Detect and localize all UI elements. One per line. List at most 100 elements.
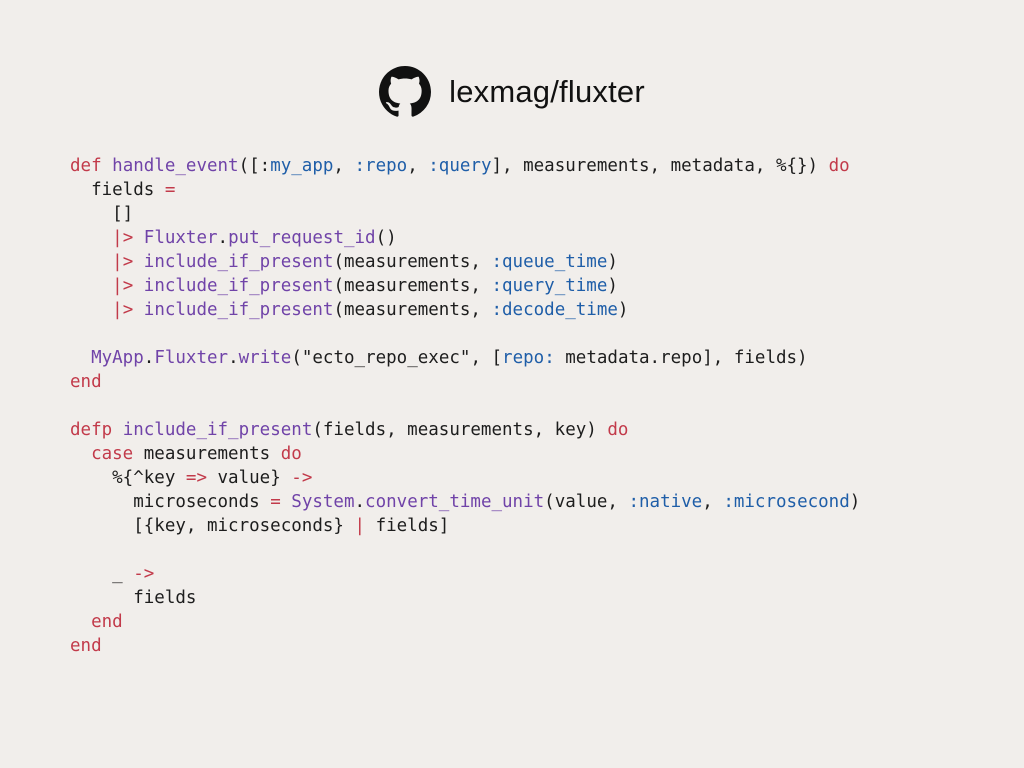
code-string: "ecto_repo_exec" — [301, 348, 471, 368]
repo-header: lexmag/fluxter — [0, 64, 1024, 120]
code-keyword: => — [185, 468, 207, 488]
code-text — [133, 276, 144, 296]
code-line: _ -> — [70, 562, 1010, 586]
code-text: microseconds — [70, 492, 271, 512]
code-atom: repo: — [502, 348, 555, 368]
code-line: end — [70, 370, 1010, 394]
code-keyword: do — [280, 444, 302, 464]
code-line: end — [70, 610, 1010, 634]
code-atom: :native — [628, 492, 703, 512]
code-keyword: end — [70, 636, 102, 656]
code-function: handle_event — [112, 156, 239, 176]
code-text: ) — [849, 492, 861, 512]
code-block: def handle_event([:my_app, :repo, :query… — [70, 154, 1010, 658]
code-text: ], measurements, metadata, %{}) — [491, 156, 829, 176]
code-line: microseconds = System.convert_time_unit(… — [70, 490, 1010, 514]
code-function: include_if_present — [122, 420, 313, 440]
code-text: . — [143, 348, 155, 368]
code-function: include_if_present — [143, 300, 334, 320]
code-line: |> Fluxter.put_request_id() — [70, 226, 1010, 250]
code-keyword: do — [607, 420, 629, 440]
code-function: write — [238, 348, 292, 368]
code-function: MyApp — [91, 348, 144, 368]
code-text — [70, 252, 112, 272]
code-line — [70, 394, 1010, 418]
code-line: def handle_event([:my_app, :repo, :query… — [70, 154, 1010, 178]
code-text: metadata.repo], fields) — [554, 348, 808, 368]
code-line: %{^key => value} -> — [70, 466, 1010, 490]
code-keyword: |> — [112, 276, 134, 296]
code-text — [102, 156, 113, 176]
code-function: include_if_present — [143, 252, 334, 272]
code-text: , [ — [470, 348, 503, 368]
code-line: end — [70, 634, 1010, 658]
code-keyword: -> — [133, 564, 155, 584]
code-line — [70, 538, 1010, 562]
code-text: (measurements, — [333, 252, 492, 272]
code-text: (value, — [544, 492, 629, 512]
code-keyword: |> — [112, 300, 134, 320]
code-text: fields] — [365, 516, 450, 536]
github-icon — [379, 66, 432, 117]
code-line: MyApp.Fluxter.write("ecto_repo_exec", [r… — [70, 346, 1010, 370]
code-text: ) — [607, 276, 618, 296]
code-keyword: = — [164, 180, 176, 200]
code-line: |> include_if_present(measurements, :que… — [70, 250, 1010, 274]
code-text — [70, 612, 91, 632]
code-text: _ — [70, 564, 134, 584]
code-line: fields = — [70, 178, 1010, 202]
code-text: . — [354, 492, 366, 512]
code-text: , — [407, 156, 429, 176]
code-text — [70, 300, 112, 320]
code-line: defp include_if_present(fields, measurem… — [70, 418, 1010, 442]
code-atom: :repo — [354, 156, 408, 176]
code-text — [112, 420, 123, 440]
repo-title: lexmag/fluxter — [449, 74, 645, 109]
code-text: fields — [70, 588, 197, 608]
code-line: |> include_if_present(measurements, :que… — [70, 274, 1010, 298]
code-line: [{key, microseconds} | fields] — [70, 514, 1010, 538]
code-atom: my_app — [270, 156, 334, 176]
code-function: Fluxter — [143, 228, 218, 248]
code-keyword: def — [70, 156, 102, 176]
code-function: convert_time_unit — [365, 492, 545, 512]
code-text — [133, 252, 144, 272]
code-text: ) — [617, 300, 629, 320]
code-text — [133, 228, 144, 248]
code-text: %{^key — [70, 468, 186, 488]
code-text: . — [217, 228, 229, 248]
code-text: value} — [206, 468, 292, 488]
code-keyword: -> — [291, 468, 313, 488]
code-text — [133, 300, 144, 320]
code-keyword: = — [270, 492, 281, 512]
code-text — [70, 228, 112, 248]
code-keyword: do — [828, 156, 850, 176]
code-text: fields — [70, 180, 165, 200]
code-text: (measurements, — [333, 276, 492, 296]
code-text: ([: — [238, 156, 271, 176]
code-text: ) — [607, 252, 618, 272]
code-text — [70, 348, 91, 368]
code-text — [281, 492, 292, 512]
code-text: measurements — [133, 444, 281, 464]
code-text: (measurements, — [333, 300, 492, 320]
code-function: put_request_id — [228, 228, 376, 248]
code-text: . — [228, 348, 239, 368]
code-keyword: case — [91, 444, 134, 464]
code-text: [] — [70, 204, 134, 224]
code-text: [{key, microseconds} — [70, 516, 355, 536]
code-text: , — [333, 156, 355, 176]
code-line: fields — [70, 586, 1010, 610]
code-atom: :microsecond — [723, 492, 850, 512]
code-keyword: | — [354, 516, 366, 536]
code-function: Fluxter — [154, 348, 229, 368]
code-line — [70, 322, 1010, 346]
code-text — [70, 444, 91, 464]
code-atom: :query — [428, 156, 492, 176]
code-text: ( — [291, 348, 302, 368]
code-atom: :decode_time — [491, 300, 618, 320]
code-keyword: end — [91, 612, 123, 632]
code-function: System — [291, 492, 355, 512]
code-line: [] — [70, 202, 1010, 226]
code-line: case measurements do — [70, 442, 1010, 466]
